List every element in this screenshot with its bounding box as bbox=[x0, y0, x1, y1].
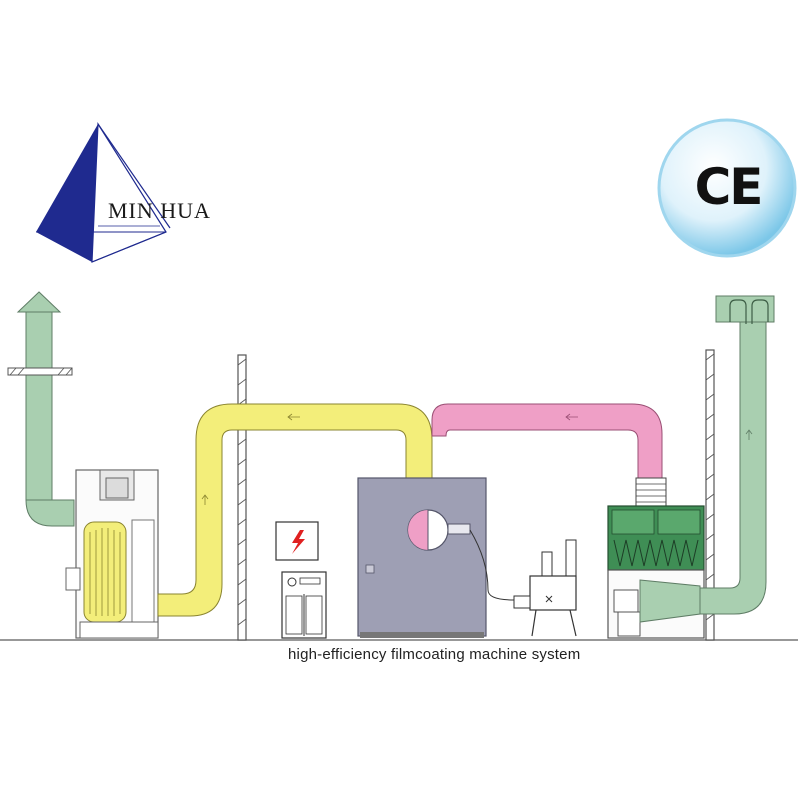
mixing-tank bbox=[469, 529, 577, 637]
ce-badge-icon bbox=[657, 118, 797, 258]
up-arrow-icon bbox=[16, 291, 62, 313]
triangle-logo-icon bbox=[36, 122, 171, 263]
ce-mark: CE bbox=[694, 158, 764, 216]
control-cabinet bbox=[275, 521, 327, 639]
left-exhaust-duct bbox=[7, 291, 75, 527]
coating-machine bbox=[357, 477, 487, 638]
wall-left bbox=[237, 354, 247, 641]
high-voltage-icon bbox=[292, 530, 305, 554]
diagram-caption: high-efficiency filmcoating machine syst… bbox=[288, 646, 581, 663]
return-duct bbox=[431, 403, 663, 479]
right-exhaust-duct bbox=[639, 295, 775, 623]
air-handling-unit bbox=[65, 469, 159, 639]
brand-name: MIN HUA bbox=[108, 198, 211, 223]
